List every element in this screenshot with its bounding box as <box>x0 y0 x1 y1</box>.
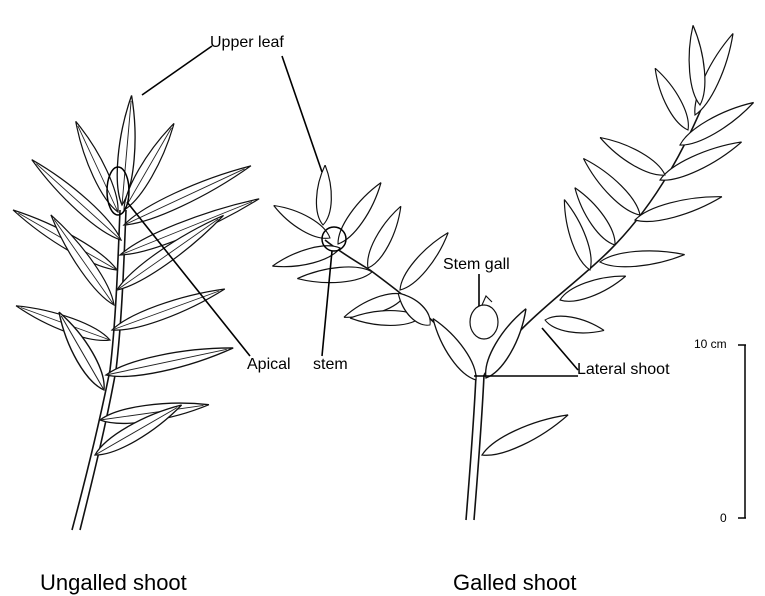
label-upper-leaf: Upper leaf <box>210 35 284 51</box>
pointer-upper-leaf-right <box>282 56 322 172</box>
galled-main-stem <box>466 375 476 520</box>
scale-label-bottom: 0 <box>720 512 727 524</box>
pointer-lateral-shoot-b <box>542 328 578 370</box>
pointer-apical-stem-right <box>322 251 332 356</box>
caption-galled-shoot: Galled shoot <box>453 572 577 594</box>
scale-label-top: 10 cm <box>694 338 727 350</box>
ungalled-leaves <box>9 95 261 462</box>
label-lateral-shoot: Lateral shoot <box>577 362 670 378</box>
caption-ungalled-shoot: Ungalled shoot <box>40 572 187 594</box>
galled-shoot <box>270 25 757 520</box>
scale-bar <box>738 345 746 518</box>
ungalled-shoot <box>9 95 261 530</box>
label-stem: stem <box>313 357 348 373</box>
stem-gall <box>470 296 498 339</box>
label-apical: Apical <box>247 357 291 373</box>
galled-leaves <box>270 25 757 463</box>
label-stem-gall: Stem gall <box>443 257 510 273</box>
pointer-upper-leaf-left <box>142 46 212 95</box>
